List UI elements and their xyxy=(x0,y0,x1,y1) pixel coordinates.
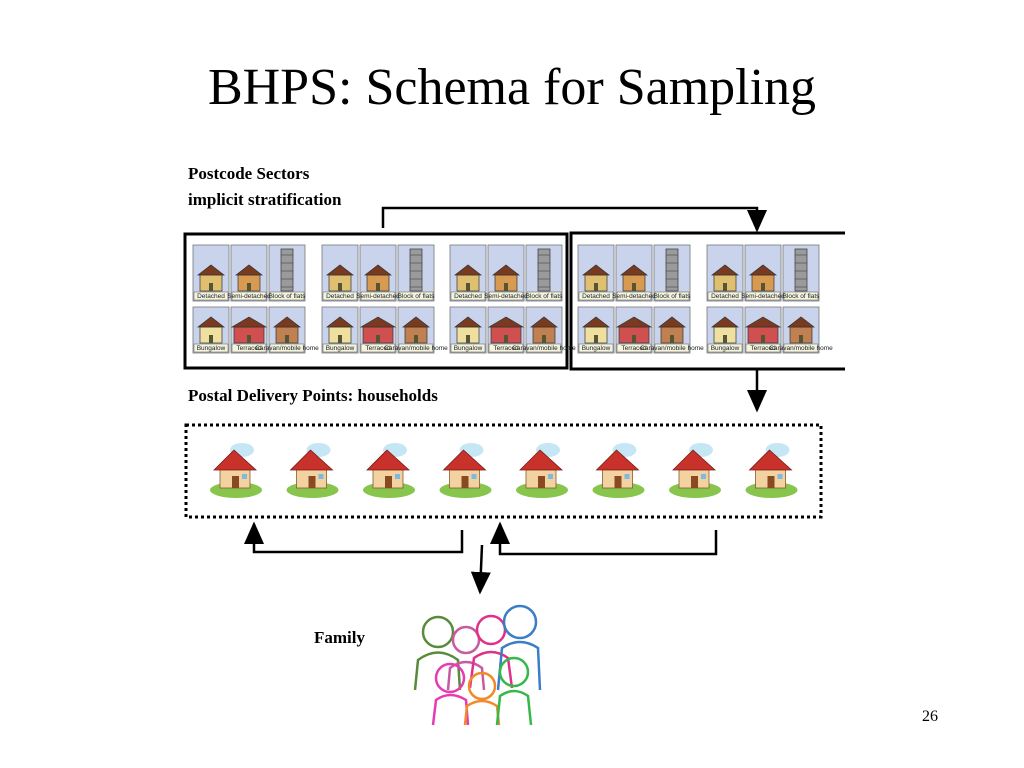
dwelling-type-label: Bungalow xyxy=(454,345,483,352)
dwelling-type-label: Semi-detached xyxy=(741,293,785,300)
select-sector-arrow xyxy=(381,206,767,233)
household-icon xyxy=(363,443,415,498)
dwelling-type-label: Block of flats xyxy=(526,293,564,300)
dwelling-type-label: Terraced xyxy=(621,345,647,352)
dwelling-type-label: Block of flats xyxy=(269,293,307,300)
dwelling-type-label: Bungalow xyxy=(711,345,740,352)
dwelling-type-label: Semi-detached xyxy=(356,293,400,300)
dwelling-type-label: Terraced xyxy=(365,345,391,352)
dwelling-type-label: Block of flats xyxy=(783,293,821,300)
household-icon xyxy=(439,443,492,498)
family-icon xyxy=(413,604,542,726)
dwelling-type-label: Bungalow xyxy=(582,345,611,352)
dwelling-type-label: Terraced xyxy=(493,345,519,352)
postcode-sectors-label: Postcode Sectors xyxy=(188,164,310,183)
dwelling-type-label: Terraced xyxy=(236,345,262,352)
slide-number: 26 xyxy=(922,708,938,725)
dwelling-type-label: Semi-detached xyxy=(484,293,528,300)
dwelling-type-label: Detached xyxy=(711,293,739,300)
household-to-family-arrow xyxy=(470,544,491,595)
postal-delivery-label: Postal Delivery Points: households xyxy=(188,386,438,405)
household-icon xyxy=(210,443,262,498)
household-icon xyxy=(669,443,721,498)
dwelling-type-label: Caravan/mobile home xyxy=(769,345,833,352)
postcode-sector-box-1 xyxy=(183,232,569,370)
dwelling-type-label: Caravan/mobile home xyxy=(640,345,704,352)
dwelling-type-label: Caravan/mobile home xyxy=(384,345,448,352)
household-icon xyxy=(592,443,645,498)
dwelling-type-label: Detached xyxy=(326,293,354,300)
dwelling-type-label: Semi-detached xyxy=(612,293,656,300)
dwelling-type-label: Semi-detached xyxy=(227,293,271,300)
dwelling-type-label: Terraced xyxy=(750,345,776,352)
implicit-stratification-label: implicit stratification xyxy=(188,190,342,209)
postcode-sector-box-2 xyxy=(569,231,845,371)
households-box xyxy=(184,423,823,519)
dwelling-type-label: Detached xyxy=(454,293,482,300)
dwelling-type-label: Detached xyxy=(582,293,610,300)
household-icon xyxy=(286,443,339,498)
household-icon xyxy=(516,443,568,498)
dwelling-type-label: Caravan/mobile home xyxy=(255,345,319,352)
dwelling-type-label: Detached xyxy=(197,293,225,300)
family-label: Family xyxy=(314,628,365,647)
dwelling-type-label: Bungalow xyxy=(326,345,355,352)
dwelling-type-label: Block of flats xyxy=(398,293,436,300)
dwelling-type-label: Block of flats xyxy=(654,293,692,300)
households-row xyxy=(210,443,798,498)
household-icon xyxy=(745,443,798,498)
dwelling-type-label: Bungalow xyxy=(197,345,226,352)
dwelling-type-label: Caravan/mobile home xyxy=(512,345,576,352)
left-loop-arrow xyxy=(244,521,464,554)
slide-title: BHPS: Schema for Sampling xyxy=(207,59,817,116)
right-loop-arrow xyxy=(490,521,718,556)
